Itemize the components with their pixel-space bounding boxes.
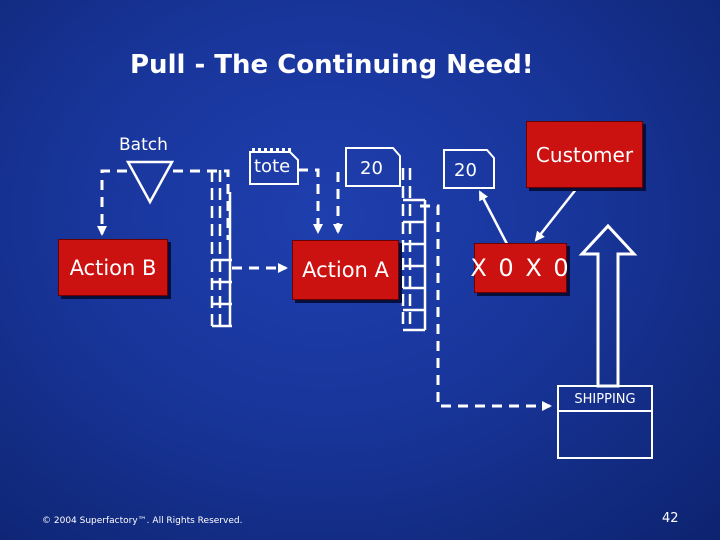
- action-b-box: Action B: [58, 239, 168, 296]
- shipping-box: [557, 385, 653, 459]
- batch-to-action-b-arrow: [97, 169, 127, 236]
- tote-to-action-a-arrow: [298, 168, 323, 234]
- batch-to-left-rack-line: [173, 169, 230, 240]
- batch-label: Batch: [119, 135, 168, 155]
- slide-title: Pull - The Continuing Need!: [130, 50, 534, 80]
- batch-triangle: [125, 160, 175, 205]
- action-a-box: Action A: [292, 240, 399, 300]
- tote-label: tote: [254, 156, 291, 177]
- signal-box: X 0 X 0: [470, 243, 569, 293]
- signal-to-card-arrow: [478, 190, 509, 245]
- right-rack: [401, 168, 427, 332]
- customer-to-signal-arrow: [534, 187, 578, 242]
- customer-box: Customer: [526, 121, 643, 188]
- kanban-card-right: [443, 149, 495, 189]
- page-number: 42: [662, 511, 679, 526]
- copyright-notice: © 2004 Superfactory™. All Rights Reserve…: [42, 516, 243, 526]
- kanban-card-left: [345, 147, 401, 187]
- kanban-card-right-label: 20: [454, 160, 477, 181]
- shipping-up-arrow: [578, 223, 638, 388]
- kanban-card-left-label: 20: [360, 158, 383, 179]
- left-rack: [210, 170, 232, 328]
- rack-to-shipping-arrow: [420, 204, 552, 411]
- shipping-label: SHIPPING: [574, 391, 636, 407]
